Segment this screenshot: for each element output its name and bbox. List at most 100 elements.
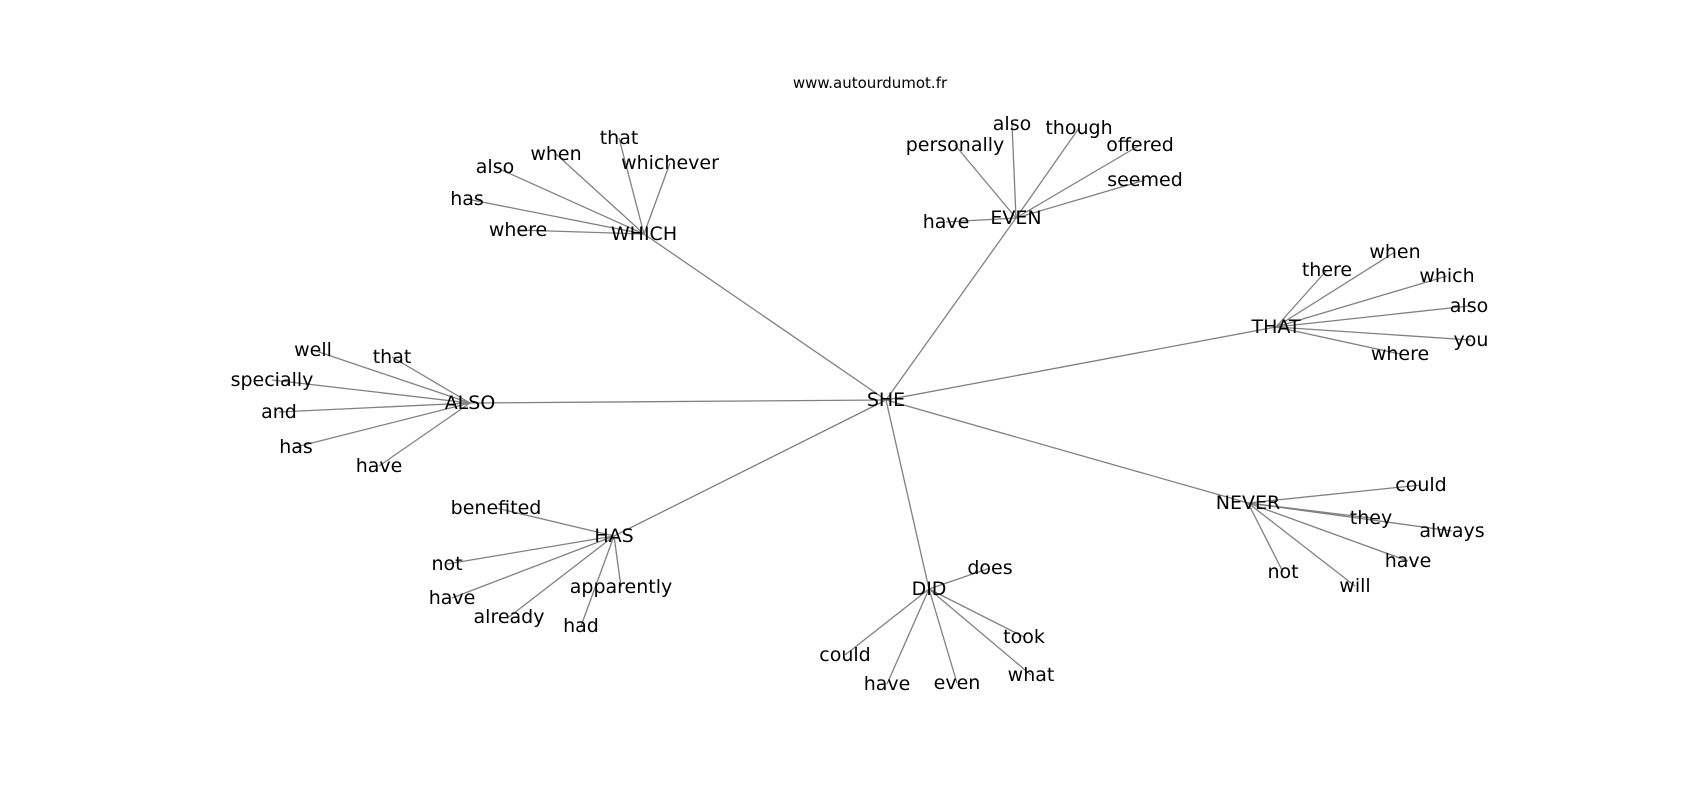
center-word-node[interactable]: SHE: [867, 389, 905, 411]
graph-edge: [885, 399, 1249, 504]
graph-edge: [928, 567, 991, 590]
graph-edge: [1247, 502, 1453, 532]
leaf-word-node[interactable]: though: [1045, 117, 1112, 139]
graph-edge: [886, 588, 930, 685]
hub-word-node[interactable]: HAS: [594, 525, 633, 547]
leaf-word-node[interactable]: does: [967, 557, 1012, 579]
leaf-word-node[interactable]: when: [1369, 241, 1420, 263]
leaf-word-node[interactable]: have: [864, 673, 911, 695]
leaf-word-node[interactable]: could: [819, 644, 870, 666]
leaf-word-node[interactable]: personally: [906, 134, 1005, 156]
leaf-word-node[interactable]: also: [476, 156, 514, 178]
leaf-word-node[interactable]: could: [1395, 474, 1446, 496]
leaf-word-node[interactable]: not: [1267, 561, 1298, 583]
graph-edge: [928, 588, 1025, 638]
graph-edge: [1275, 251, 1396, 328]
leaf-word-node[interactable]: there: [1302, 259, 1352, 281]
hub-word-node[interactable]: WHICH: [611, 223, 677, 245]
leaf-word-node[interactable]: where: [1371, 343, 1429, 365]
leaf-word-node[interactable]: already: [474, 606, 545, 628]
leaf-word-node[interactable]: well: [294, 339, 332, 361]
graph-edge: [1015, 127, 1080, 219]
graph-edge: [495, 507, 615, 537]
graph-edge: [580, 535, 615, 627]
graph-edge: [844, 588, 930, 656]
leaf-word-node[interactable]: has: [450, 188, 484, 210]
graph-edge: [1275, 326, 1472, 341]
graph-edge: [613, 535, 622, 588]
graph-edge: [451, 535, 615, 599]
graph-edge: [517, 229, 645, 235]
graph-edge: [1275, 326, 1401, 355]
leaf-word-node[interactable]: have: [429, 587, 476, 609]
graph-edge: [378, 402, 471, 467]
graph-edge: [928, 588, 1032, 676]
graph-edge: [1247, 502, 1409, 562]
graph-edge: [1015, 179, 1146, 219]
leaf-word-node[interactable]: that: [600, 127, 639, 149]
leaf-word-node[interactable]: whichever: [621, 152, 719, 174]
leaf-word-node[interactable]: you: [1454, 329, 1489, 351]
graph-edge: [643, 233, 887, 401]
graph-edge: [1247, 502, 1284, 573]
leaf-word-node[interactable]: always: [1419, 520, 1484, 542]
site-watermark: www.autourdumot.fr: [793, 74, 948, 92]
hub-word-node[interactable]: DID: [912, 578, 947, 600]
graph-edge: [885, 399, 930, 590]
leaf-word-node[interactable]: seemed: [1107, 169, 1183, 191]
hub-word-node[interactable]: ALSO: [445, 392, 496, 414]
graph-edge: [954, 144, 1017, 219]
leaf-word-node[interactable]: have: [356, 455, 403, 477]
graph-edge: [945, 217, 1017, 223]
leaf-word-node[interactable]: has: [279, 436, 313, 458]
leaf-word-node[interactable]: benefited: [451, 497, 542, 519]
leaf-word-node[interactable]: apparently: [570, 576, 673, 598]
graph-edge: [885, 217, 1017, 401]
graph-edge: [494, 166, 645, 235]
leaf-word-node[interactable]: also: [1450, 295, 1488, 317]
graph-edges: [271, 123, 1472, 685]
hub-word-node[interactable]: NEVER: [1216, 492, 1280, 514]
graph-edge: [928, 588, 958, 684]
graph-edge: [1015, 144, 1141, 219]
graph-edge: [1247, 502, 1356, 587]
leaf-word-node[interactable]: when: [530, 143, 581, 165]
graph-edge: [1247, 484, 1422, 504]
graph-edge: [618, 137, 645, 235]
leaf-word-node[interactable]: even: [934, 672, 981, 694]
hub-word-node[interactable]: EVEN: [990, 207, 1041, 229]
graph-edge: [1275, 305, 1470, 328]
graph-edge: [312, 349, 471, 404]
graph-edge: [295, 402, 471, 448]
leaf-word-node[interactable]: also: [993, 113, 1031, 135]
graph-labels: SHEWHICHwherehasalsowhenthatwhicheverEVE…: [231, 113, 1489, 695]
leaf-word-node[interactable]: offered: [1106, 134, 1174, 156]
leaf-word-node[interactable]: had: [563, 615, 599, 637]
graph-edge: [271, 379, 471, 404]
leaf-word-node[interactable]: not: [431, 553, 462, 575]
hub-word-node[interactable]: THAT: [1250, 316, 1300, 338]
leaf-word-node[interactable]: that: [373, 346, 412, 368]
graph-edge: [643, 162, 671, 235]
graph-edge: [555, 153, 645, 235]
graph-edge: [508, 535, 615, 618]
leaf-word-node[interactable]: took: [1003, 626, 1045, 648]
graph-edge: [1011, 123, 1017, 219]
leaf-word-node[interactable]: where: [489, 219, 547, 241]
graph-edge: [466, 198, 645, 235]
leaf-word-node[interactable]: and: [261, 401, 297, 423]
graph-edge: [278, 402, 471, 413]
graph-edge: [391, 356, 471, 404]
leaf-word-node[interactable]: will: [1339, 575, 1370, 597]
graph-edge: [469, 399, 887, 404]
leaf-word-node[interactable]: what: [1008, 664, 1055, 686]
leaf-word-node[interactable]: they: [1350, 507, 1392, 529]
leaf-word-node[interactable]: which: [1419, 265, 1474, 287]
leaf-word-node[interactable]: have: [1385, 550, 1432, 572]
graph-edge: [613, 399, 887, 537]
graph-edge: [446, 535, 615, 565]
graph-edge: [1275, 269, 1328, 328]
leaf-word-node[interactable]: specially: [231, 369, 314, 391]
leaf-word-node[interactable]: have: [923, 211, 970, 233]
